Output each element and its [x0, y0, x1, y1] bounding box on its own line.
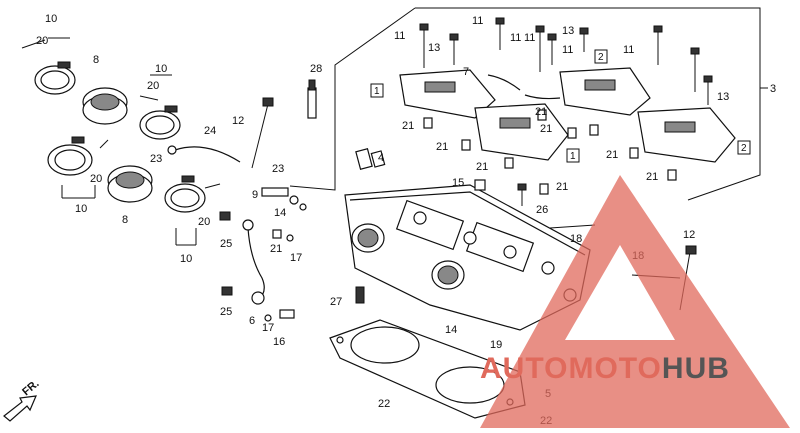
callout: 11	[562, 44, 573, 56]
boxed-ref: 2	[598, 52, 604, 63]
boxed-ref: 2	[741, 143, 747, 154]
callout: 12	[683, 229, 695, 241]
intake-clamps-group	[21, 39, 241, 213]
watermark-text-part2: HUB	[661, 352, 730, 385]
callout: 23	[150, 153, 162, 165]
callout: 19	[490, 339, 502, 351]
callout: 21	[606, 149, 618, 161]
callout: 15	[452, 177, 464, 189]
callout: 8	[122, 214, 128, 226]
front-arrow: FR.	[3, 378, 42, 422]
callout: 9	[252, 189, 258, 201]
callout: 21	[436, 141, 448, 153]
callout: 27	[330, 296, 342, 308]
callout: 26	[536, 204, 548, 216]
callout: 17	[290, 252, 302, 264]
camshaft-holders	[399, 67, 736, 195]
callout: 10	[155, 63, 167, 75]
boxed-ref: 1	[374, 86, 380, 97]
callout: 13	[562, 25, 574, 37]
callout: 16	[273, 336, 285, 348]
boxed-references: 1 2 1 2	[370, 49, 751, 163]
middle-fasteners-group	[219, 79, 386, 322]
callout: 20	[90, 173, 102, 185]
callout: 23	[272, 163, 284, 175]
watermark-text: AUTOMOTOHUB	[480, 352, 730, 386]
callout: 17	[262, 322, 274, 334]
callout: 14	[445, 324, 457, 336]
callout: 20	[147, 80, 159, 92]
boxed-ref: 1	[570, 151, 576, 162]
callout: 21	[270, 243, 282, 255]
holder-bolts	[419, 17, 713, 105]
bracket-lines	[48, 7, 768, 246]
callout: 22	[378, 398, 390, 410]
callout: 21	[556, 181, 568, 193]
callout: 13	[428, 42, 440, 54]
callout: 25	[220, 238, 232, 250]
callout: 21	[402, 120, 414, 132]
direction-label: FR.	[20, 378, 41, 399]
callout: 13	[717, 91, 729, 103]
callout: 20	[36, 35, 48, 47]
callout: 6	[249, 315, 255, 327]
callout: 21	[646, 171, 658, 183]
callout: 28	[310, 63, 322, 75]
callout: 25	[220, 306, 232, 318]
callout: 18	[570, 233, 582, 245]
callout: 4	[378, 152, 384, 164]
callout: 11	[510, 32, 521, 44]
callout: 11	[623, 44, 634, 56]
watermark-logo	[480, 175, 790, 428]
callout: 11	[524, 32, 535, 44]
callout: 20	[198, 216, 210, 228]
callout: 21	[476, 161, 488, 173]
callout: 11	[394, 30, 405, 42]
callout: 10	[45, 13, 57, 25]
callout: 10	[180, 253, 192, 265]
callout: 14	[274, 207, 286, 219]
callout: 12	[232, 115, 244, 127]
callout: 10	[75, 203, 87, 215]
callout: 24	[204, 125, 216, 137]
callout: 21	[540, 123, 552, 135]
callout: 3	[770, 83, 776, 95]
callout: 8	[93, 54, 99, 66]
cylinder-head	[344, 184, 591, 331]
watermark-text-part1: AUTOMOTO	[480, 352, 662, 385]
callout: 21	[535, 106, 547, 118]
callout: 7	[463, 66, 469, 78]
callout: 11	[472, 15, 483, 27]
